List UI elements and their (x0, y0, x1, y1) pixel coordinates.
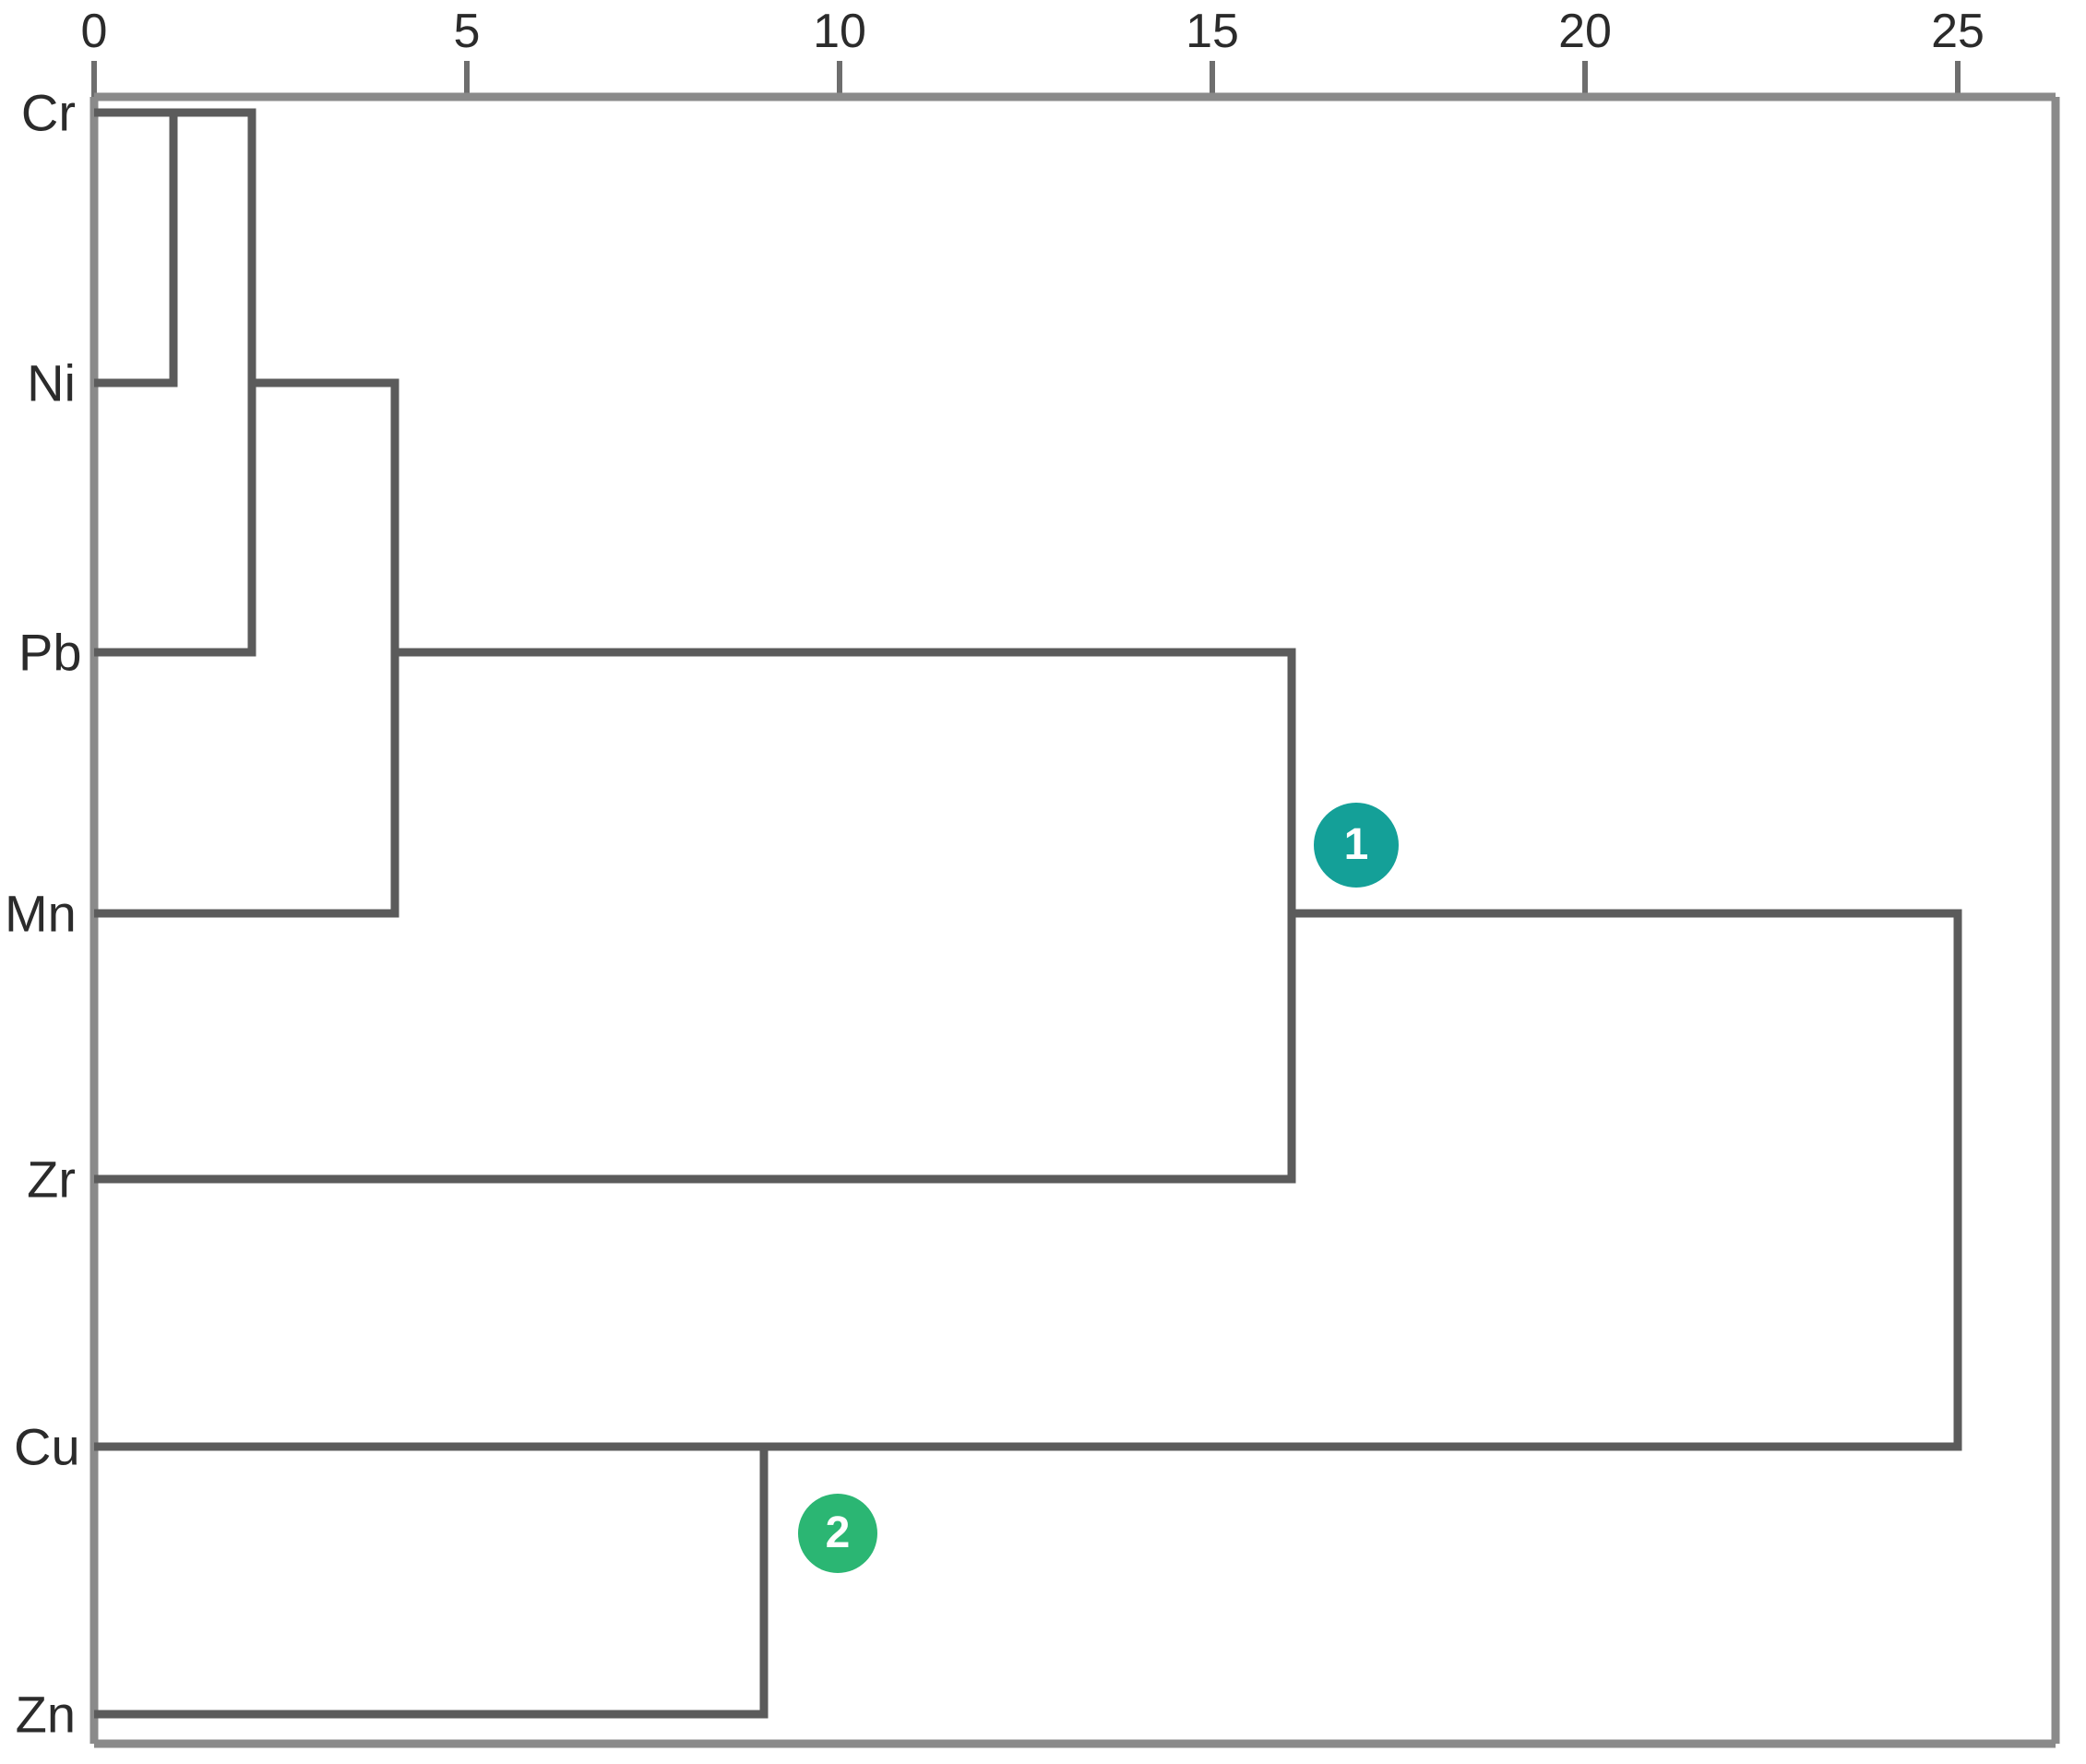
link-cu-zn (94, 1442, 769, 1719)
axis-tick-label-20: 20 (1558, 5, 1612, 58)
leaf-label-mn: Mn (5, 884, 77, 943)
axis-tick-label-0: 0 (80, 5, 108, 58)
plot-frame (89, 92, 2060, 1748)
leaf-label-zr: Zr (27, 1150, 76, 1209)
link-root (764, 909, 1962, 1451)
leaf-label-zn: Zn (15, 1685, 76, 1744)
leaf-label-cr: Cr (20, 83, 76, 142)
cluster-badge-1-label: 1 (1343, 820, 1369, 869)
cluster-badge-1[interactable]: 1 (1314, 803, 1399, 888)
axis-tick-label-5: 5 (453, 5, 481, 58)
dendrogram-links (94, 108, 1962, 1719)
axis-tick-label-25: 25 (1931, 5, 1985, 58)
link-cr-ni (94, 108, 178, 387)
cluster-badge-2[interactable]: 2 (798, 1494, 877, 1573)
cluster-badge-2-label: 2 (825, 1508, 851, 1557)
axis-ticks (91, 61, 1961, 97)
leaf-label-ni: Ni (27, 353, 76, 412)
axis-tick-label-10: 10 (813, 5, 866, 58)
axis-tick-label-15: 15 (1186, 5, 1239, 58)
leaf-label-cu: Cu (14, 1417, 80, 1476)
leaf-label-pb: Pb (18, 623, 82, 682)
